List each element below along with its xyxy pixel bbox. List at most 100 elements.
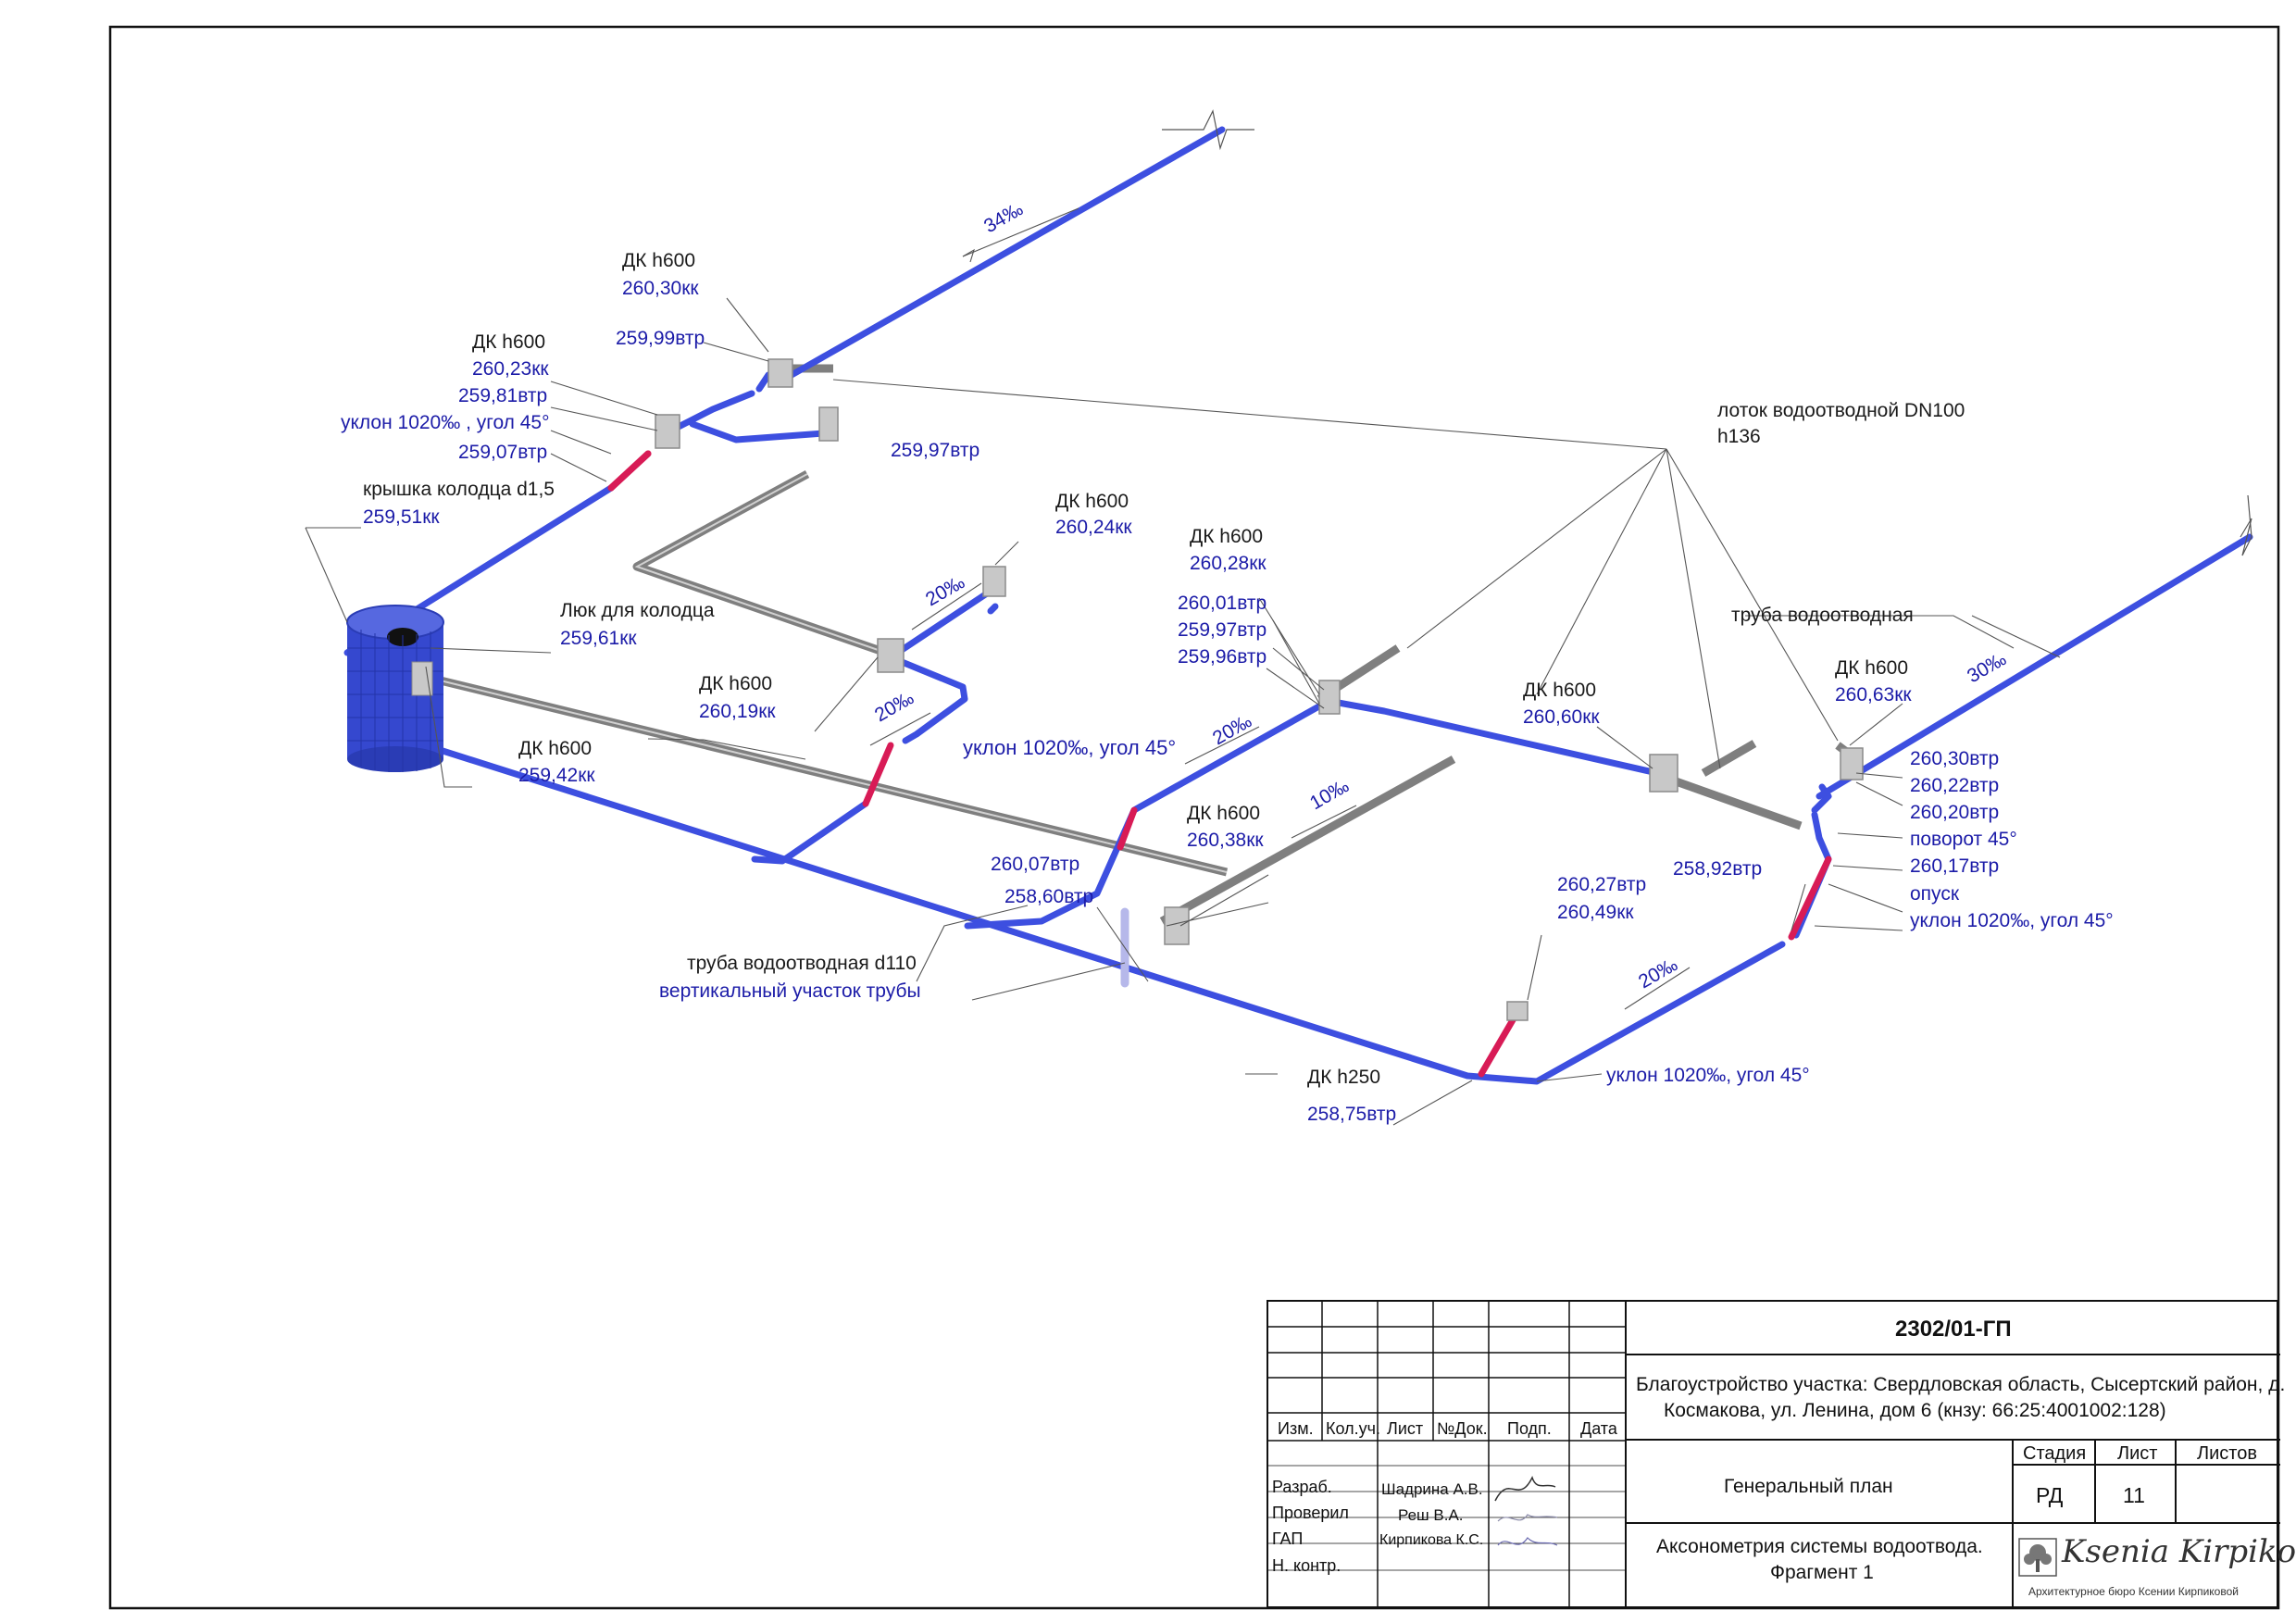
dk-left-vtr: 259,81втр (458, 385, 547, 406)
vert-title: труба водоотводная d110 (687, 953, 917, 974)
sloped-segments (607, 450, 1832, 1078)
dk-mid-kk: 260,19кк (699, 701, 776, 722)
vert-sub: вертикальный участок трубы (659, 980, 921, 1002)
dk-c-v1: 260,01втр (1178, 593, 1267, 614)
drawing-title-2: Фрагмент 1 (1770, 1562, 1874, 1583)
slope-20d: 20‰ (1635, 954, 1681, 993)
fr-v3: 260,20втр (1910, 802, 1999, 823)
bureau-logo: Ksenia Kirpikova Архитектурное бюро Ксен… (2015, 1528, 2296, 1605)
sheet-header: Лист (2117, 1443, 2158, 1464)
signatures (1494, 1476, 1558, 1546)
luk-title: Люк для колодца (560, 600, 715, 621)
dk-center (1318, 680, 1341, 715)
mid-slope: уклон 1020‰, угол 45° (963, 736, 1176, 759)
role-nkontr: Н. контр. (1272, 1556, 1341, 1575)
fr-v1: 260,30втр (1910, 748, 1999, 769)
dk-r-kk: 260,60кк (1523, 706, 1600, 728)
dk-mid-top (982, 566, 1006, 597)
dk-c-kk: 260,28кк (1190, 553, 1267, 574)
logo-name: Ksenia Kirpikova (2062, 1533, 2296, 1570)
well-cover-kk: 259,51кк (363, 506, 440, 528)
sheet-frame (108, 25, 2280, 1610)
dk-well-kk: 259,42кк (518, 765, 595, 786)
dk-left-title: ДК h600 (472, 331, 545, 353)
slope-34: 34‰ (980, 198, 1027, 237)
dk250-vtr: 258,75втр (1307, 1104, 1396, 1125)
dk-mid-top-kk: 260,24кк (1055, 517, 1132, 538)
dk-mid-title: ДК h600 (699, 673, 772, 694)
col-podp: Подп. (1507, 1419, 1552, 1438)
dk-top-kk: 260,30кк (622, 278, 699, 299)
fr-slope: уклон 1020‰, угол 45° (1910, 910, 2114, 931)
stage-value: РД (2036, 1483, 2064, 1507)
dk-c-title: ДК h600 (1190, 526, 1263, 547)
leader-lines (305, 297, 2015, 1126)
name-kirpikova: Кирпикова К.С. (1379, 1532, 1484, 1548)
dk-r-title: ДК h600 (1523, 680, 1596, 701)
stage-header: Стадия (2023, 1443, 2087, 1464)
title-block: Изм. Кол.уч. Лист №Док. Подп. Дата Разра… (1267, 1300, 2296, 1608)
drain-pipes (343, 126, 2253, 1085)
dk-top-vtr: 259,99втр (616, 328, 705, 349)
drawing-title-1: Аксонометрия системы водоотвода. (1656, 1536, 1983, 1557)
side-vtr: 259,97втр (891, 440, 980, 461)
dk-top-title: ДК h600 (622, 250, 695, 271)
col-koluch: Кол.уч. (1326, 1419, 1380, 1438)
slope-30: 30‰ (1964, 648, 2010, 687)
luk-kk: 259,61кк (560, 628, 637, 649)
col-izm: Изм. (1278, 1419, 1314, 1438)
slope-20a: 20‰ (922, 571, 968, 610)
col-list: Лист (1387, 1419, 1424, 1438)
tray-title: лоток водоотводной DN100 (1717, 400, 1965, 421)
dk-well-title: ДК h600 (518, 738, 592, 759)
fr-turn: поворот 45° (1910, 829, 2017, 850)
r-v1: 258,92втр (1673, 858, 1762, 880)
tb-right: 2302/01-ГП Благоустройство участка: Свер… (1625, 1302, 2296, 1608)
role-razrab: Разраб. (1272, 1478, 1332, 1496)
project-line-2: Космакова, ул. Ленина, дом 6 (кнзу: 66:2… (1664, 1400, 2166, 1421)
bottom-slope: уклон 1020‰, угол 45° (1606, 1065, 1810, 1086)
dk-fr-title: ДК h600 (1835, 657, 1908, 679)
dk-top (767, 358, 793, 388)
slope-arrows (869, 207, 2061, 1010)
well-cover-title: крышка колодца d1,5 (363, 479, 555, 500)
sheet-value: 11 (2123, 1483, 2145, 1507)
pipe-title: труба водоотводная (1731, 605, 1914, 626)
dk-250 (1506, 1001, 1529, 1021)
dk-lo-title: ДК h600 (1187, 803, 1260, 824)
fr-v2: 260,22втр (1910, 775, 1999, 796)
doc-code: 2302/01-ГП (1895, 1317, 2012, 1342)
col-dok: №Док. (1437, 1419, 1488, 1438)
revision-grid: Изм. Кол.уч. Лист №Док. Подп. Дата Разра… (1268, 1302, 1625, 1608)
project-line-1: Благоустройство участка: Свердловская об… (1636, 1374, 2286, 1395)
sheets-header: Листов (2197, 1443, 2257, 1464)
dk-left-slope: уклон 1020‰ , угол 45° (341, 412, 550, 433)
dk-c-v3: 259,96втр (1178, 646, 1267, 668)
tree-icon (2018, 1538, 2057, 1577)
r-v2: 260,27втр (1557, 874, 1646, 895)
dk-mid-top-title: ДК h600 (1055, 491, 1129, 512)
dk-fr-kk: 260,63кк (1835, 684, 1912, 705)
slope-10: 10‰ (1306, 775, 1353, 814)
lo-v2: 258,60втр (1004, 886, 1093, 907)
fr-drop: опуск (1910, 883, 1960, 905)
annotation-labels: ДК h600 260,30кк 259,99втр ДК h600 260,2… (341, 198, 2114, 1125)
dk-side (818, 406, 839, 442)
break-marks (1162, 109, 2252, 556)
role-proveril: Проверил (1272, 1504, 1349, 1522)
tray-h: h136 (1717, 426, 1761, 447)
dk-c-v2: 259,97втр (1178, 619, 1267, 641)
name-resh: Реш В.А. (1398, 1506, 1464, 1524)
dk-far-right (1840, 747, 1864, 780)
inspection-wells (655, 358, 1864, 1021)
fr-v4: 260,17втр (1910, 855, 1999, 877)
dk-left (655, 414, 680, 449)
dk-left-kk: 260,23кк (472, 358, 549, 380)
dk-lo-kk: 260,38кк (1187, 830, 1264, 851)
dk-right (1649, 754, 1678, 793)
col-data: Дата (1580, 1419, 1617, 1438)
logo-sub: Архитектурное бюро Ксении Кирпиковой (2028, 1585, 2239, 1598)
section-name: Генеральный план (1724, 1476, 1893, 1497)
dk250-title: ДК h250 (1307, 1067, 1380, 1088)
